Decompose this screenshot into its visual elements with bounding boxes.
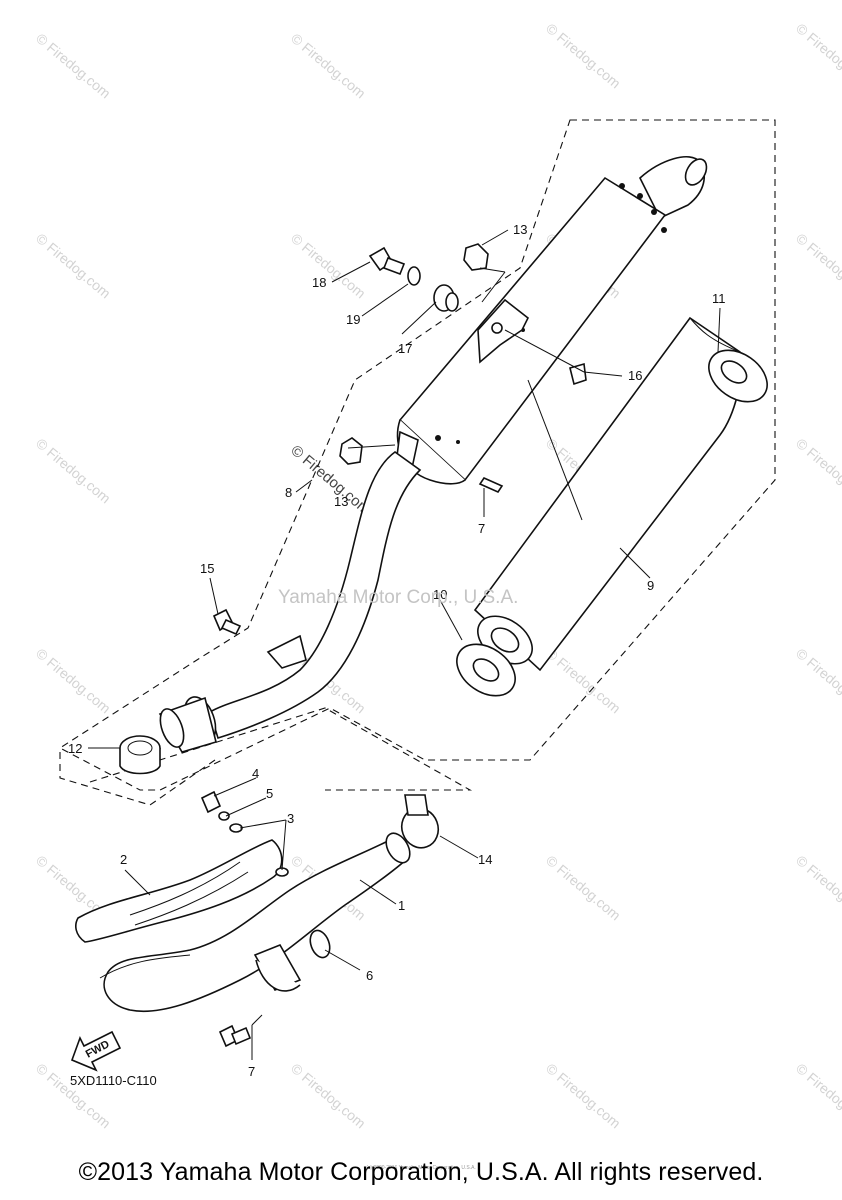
callout-3: 3 [287, 811, 294, 826]
bolt-4 [200, 790, 222, 814]
muffler-assembly [158, 156, 708, 753]
callout-13-top: 13 [513, 222, 527, 237]
callout-9: 7 [478, 521, 485, 536]
firedog-watermark: © Firedog.com [543, 20, 624, 91]
gasket-6 [309, 929, 331, 959]
screw-14 [569, 362, 587, 386]
firedog-watermark: © Firedog.com [543, 1060, 624, 1131]
callout-4: 4 [252, 766, 259, 781]
callout-5: 5 [266, 786, 273, 801]
firedog-watermark: © Firedog.com [288, 30, 369, 101]
callout-14: 16 [628, 368, 642, 383]
yamaha-watermark: Yamaha Motor Corp., U.S.A. [278, 587, 518, 608]
rivet-9 [478, 476, 504, 494]
bolt-7 [218, 1024, 252, 1048]
callout-10: 9 [647, 578, 654, 593]
callout-numbers: 13 18 19 17 16 11 13 8 7 9 15 10 12 4 5 … [68, 222, 726, 1079]
assembly-dashed-outline [58, 119, 776, 791]
firedog-watermark: © Firedog.com [33, 435, 114, 506]
gasket-11-top [708, 349, 768, 403]
firedog-watermark: © Firedog.com [33, 30, 114, 101]
firedog-watermark: © Firedog.com [793, 852, 842, 923]
callout-8: 8 [285, 485, 292, 500]
callout-11-lower: 10 [433, 587, 447, 602]
callout-19: 19 [346, 312, 360, 327]
callout-13-lower: 13 [334, 494, 348, 509]
bolt-17 [212, 608, 242, 636]
firedog-watermark: © Firedog.com [543, 852, 624, 923]
diagram-part-code: 5XD1110-C110 [70, 1073, 157, 1088]
callout-7: 7 [248, 1064, 255, 1079]
joint-12 [119, 735, 161, 775]
washer-5 [218, 811, 230, 821]
copyright-footer: ©2013 Yamaha Motor Corporation, U.S.A. A… [78, 1158, 764, 1186]
callout-18: 18 [312, 275, 326, 290]
callout-11-top: 11 [712, 291, 726, 306]
callout-6: 6 [366, 968, 373, 983]
clamp-16 [400, 794, 440, 849]
callout-15: 17 [398, 341, 412, 356]
firedog-watermark: © Firedog.com [793, 1060, 842, 1131]
firedog-watermark: © Firedog.com [33, 645, 114, 716]
firedog-watermark: © Firedog.com [793, 230, 842, 301]
flange-pipe [253, 943, 302, 992]
firedog-watermark: © Firedog.com [793, 20, 842, 91]
firedog-watermark: © Firedog.com [288, 1060, 369, 1131]
small-copyright-note: (c) 2000-2016 Yamaha Motor Corporation, … [366, 1165, 476, 1171]
firedog-watermark: © Firedog.com [33, 1060, 114, 1131]
nut-13-top [463, 243, 489, 271]
callout-16: 14 [478, 852, 492, 867]
callout-17: 15 [200, 561, 214, 576]
fwd-arrow-icon: FWD [70, 1030, 122, 1072]
leader-lines [88, 229, 721, 1060]
lower-dashed-outline [59, 752, 216, 806]
callout-12: 12 [68, 741, 82, 756]
exhaust-pipe-1 [99, 832, 411, 1012]
callout-2: 2 [120, 852, 127, 867]
gasket-11-bottom [456, 643, 516, 697]
nut-13-lower [339, 437, 363, 465]
firedog-watermark: © Firedog.com [288, 230, 369, 301]
bolt-18 [368, 246, 406, 276]
firedog-watermark: © Firedog.com [33, 230, 114, 301]
heat-protector-2 [75, 839, 283, 943]
firedog-watermark: © Firedog.com [793, 435, 842, 506]
washer-19 [407, 266, 421, 286]
firedog-watermark: © Firedog.com [793, 645, 842, 716]
firedog-watermark: © Firedog.com [543, 645, 624, 716]
silencer-outer-cover [473, 316, 743, 672]
collar-15 [433, 284, 459, 312]
callout-1: 1 [398, 898, 405, 913]
